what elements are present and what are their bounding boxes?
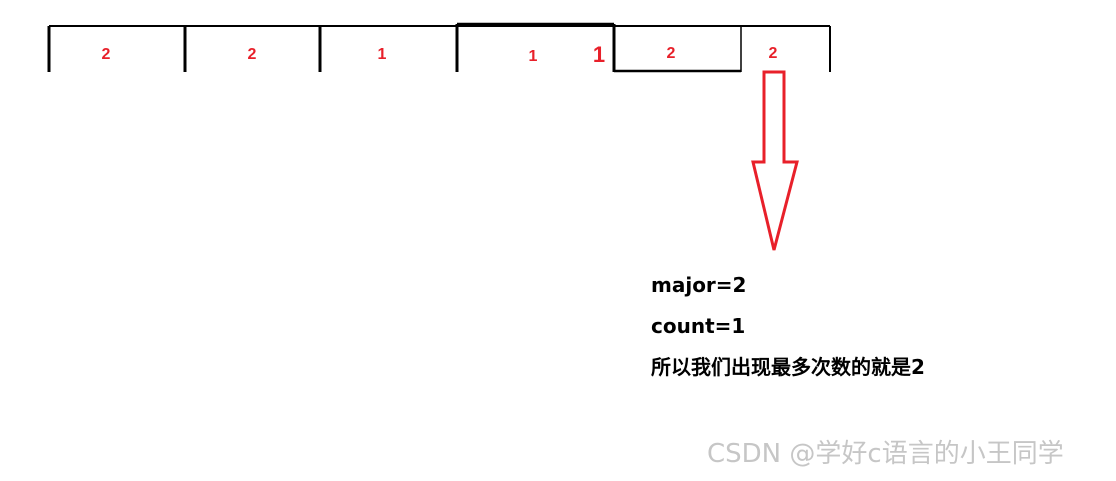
array-cell-4-value: 1 [529,48,538,65]
watermark-text: CSDN @学好c语言的小王同学 [707,439,1064,469]
array-cells [47,22,831,73]
array-cell-4-extra-mark: 1 [593,42,605,67]
down-arrow [751,70,799,251]
conclusion-text: 所以我们出现最多次数的就是2 [651,355,925,379]
array-cell-5-value: 2 [667,45,676,62]
array-cell-2-value: 2 [248,46,257,63]
array-cell-3-value: 1 [378,46,387,63]
array-cell-6-value: 2 [769,45,778,62]
count-value-text: count=1 [651,314,746,338]
array-cell-1-value: 2 [102,46,111,63]
major-value-text: major=2 [651,273,747,297]
